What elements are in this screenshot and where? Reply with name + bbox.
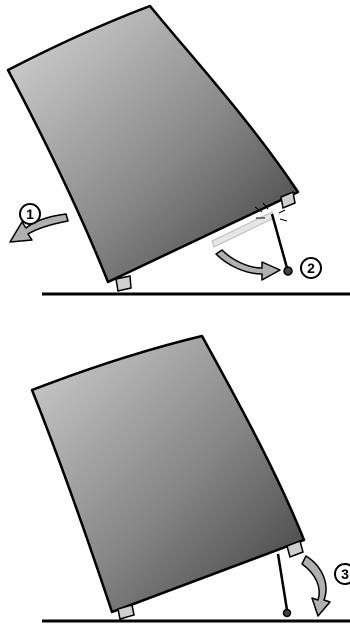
support-leg-icon <box>276 553 289 611</box>
step-badge-1: 1 <box>19 203 41 225</box>
appliance-body <box>30 334 306 614</box>
foot-icon <box>280 190 296 210</box>
support-leg-icon <box>270 213 289 269</box>
foot-icon <box>286 540 304 558</box>
foot-icon <box>117 604 135 620</box>
support-leg-foot <box>282 608 292 618</box>
panel-bottom: 3 <box>30 334 350 623</box>
step-badge-3: 3 <box>334 563 350 585</box>
motion-marks <box>254 202 288 222</box>
curved-arrow-icon <box>215 249 281 281</box>
support-leg-foot <box>283 266 293 276</box>
step-number: 1 <box>26 206 34 222</box>
step-number: 3 <box>341 566 349 582</box>
foot-icon <box>115 275 132 292</box>
panel-top: 1 2 <box>6 4 350 296</box>
curved-arrow-icon <box>9 213 69 243</box>
step-badge-2: 2 <box>300 257 322 279</box>
curved-arrow-icon <box>301 555 331 617</box>
appliance-body <box>6 4 300 284</box>
step-number: 2 <box>307 260 315 276</box>
